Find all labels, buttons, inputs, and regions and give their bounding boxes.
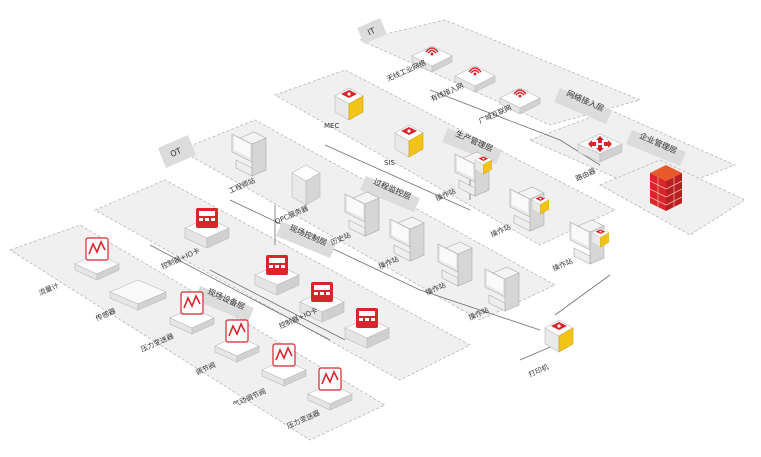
device-sensor [109, 279, 167, 311]
platform-field-device [9, 224, 386, 441]
tag-ot: OT [158, 135, 196, 168]
label-op2: 操作站 [489, 222, 512, 239]
label-terminal: 打印机 [527, 362, 550, 379]
label-mec: MEC [324, 122, 339, 130]
label-op3: 操作站 [551, 256, 574, 273]
label-flow: 流量计 [37, 281, 60, 298]
router-arrows-icon [588, 136, 612, 152]
firewall-icon [649, 165, 683, 211]
label-it-a: 无线工业网络 [385, 58, 427, 83]
router-device [577, 133, 623, 163]
label-router: 路由器 [574, 166, 597, 183]
tag-it: IT [357, 18, 387, 44]
svg-text:IT: IT [366, 26, 376, 37]
server-opc [291, 164, 321, 206]
label-it-c: 广域互联网 [477, 103, 513, 125]
svg-text:OT: OT [169, 146, 183, 159]
label-sis: SIS [384, 159, 396, 167]
